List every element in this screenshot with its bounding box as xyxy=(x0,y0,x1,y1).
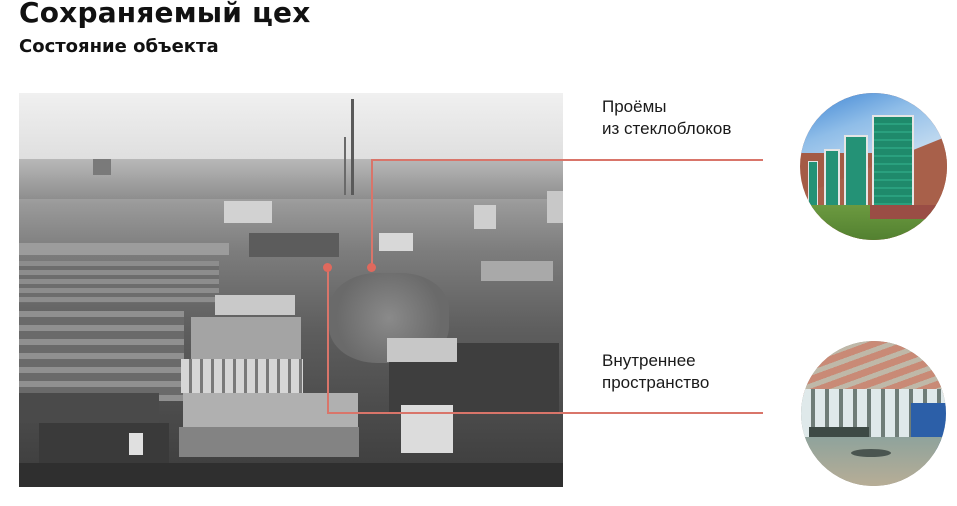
glass-block-facade-photo xyxy=(800,93,947,240)
callout-label-1-line2: из стеклоблоков xyxy=(602,119,732,138)
workshop-interior-photo xyxy=(801,341,946,486)
callout-line-2-vertical xyxy=(327,267,329,414)
page-title: Сохраняемый цех xyxy=(19,0,311,29)
callout-label-1: Проёмы из стеклоблоков xyxy=(602,96,731,140)
callout-line-1-vertical xyxy=(371,160,373,267)
callout-marker-1 xyxy=(367,263,376,272)
callout-label-2-line2: пространство xyxy=(602,373,710,392)
aerial-photo xyxy=(19,93,563,487)
callout-label-2-line1: Внутреннее xyxy=(602,351,696,370)
callout-label-1-line1: Проёмы xyxy=(602,97,667,116)
callout-line-1-horizontal xyxy=(371,159,763,161)
callout-label-2: Внутреннее пространство xyxy=(602,350,709,394)
callout-line-2-horizontal xyxy=(327,412,763,414)
callout-marker-2 xyxy=(323,263,332,272)
page-subtitle: Состояние объекта xyxy=(19,36,219,57)
